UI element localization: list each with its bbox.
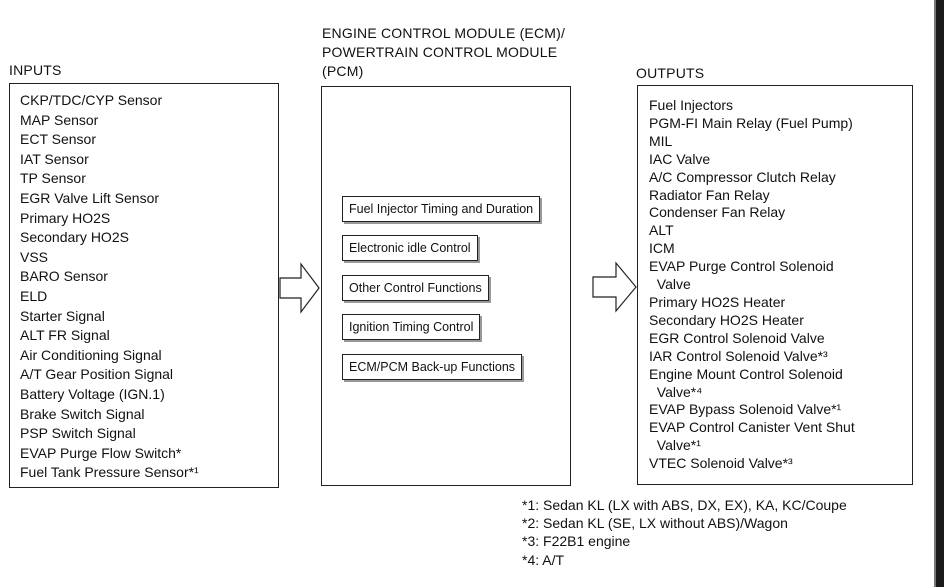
input-item: EGR Valve Lift Sensor <box>20 189 160 206</box>
output-item: Valve <box>649 276 691 293</box>
output-item: EVAP Purge Control Solenoid <box>649 258 834 275</box>
output-item: ICM <box>649 240 675 257</box>
inputs-list: CKP/TDC/CYP Sensor MAP Sensor ECT Sensor… <box>20 91 278 483</box>
input-item: A/T Gear Position Signal <box>20 366 174 383</box>
output-item: PGM-FI Main Relay (Fuel Pump) <box>649 114 853 131</box>
footnote: *1: Sedan KL (LX with ABS, DX, EX), KA, … <box>522 497 847 513</box>
ecm-function-box: ECM/PCM Back-up Functions <box>342 354 523 380</box>
ecm-function-box: Fuel Injector Timing and Duration <box>342 196 541 222</box>
scrollbar-track[interactable] <box>934 0 936 587</box>
input-item: Fuel Tank Pressure Sensor*¹ <box>20 464 199 481</box>
footnotes: *1: Sedan KL (LX with ABS, DX, EX), KA, … <box>522 496 847 569</box>
output-item: Secondary HO2S Heater <box>649 311 804 328</box>
input-item: Battery Voltage (IGN.1) <box>20 385 165 402</box>
output-item: VTEC Solenoid Valve*³ <box>649 455 793 472</box>
output-item: IAR Control Solenoid Valve*³ <box>649 347 828 364</box>
output-item: EVAP Control Canister Vent Shut <box>649 419 855 436</box>
output-item: A/C Compressor Clutch Relay <box>649 168 836 185</box>
input-item: CKP/TDC/CYP Sensor <box>20 92 163 108</box>
input-item: BARO Sensor <box>20 268 108 285</box>
outputs-box: Fuel Injectors PGM-FI Main Relay (Fuel P… <box>637 85 913 485</box>
input-item: EVAP Purge Flow Switch* <box>20 444 182 461</box>
output-item: Valve*⁴ <box>649 383 703 400</box>
output-item: Valve*¹ <box>649 437 701 454</box>
output-item: Engine Mount Control Solenoid <box>649 365 843 382</box>
ecm-heading: ENGINE CONTROL MODULE (ECM)/ POWERTRAIN … <box>322 24 565 81</box>
output-item: MIL <box>649 132 673 149</box>
input-item: Primary HO2S <box>20 209 111 226</box>
output-item: Fuel Injectors <box>649 97 734 113</box>
output-item: ALT <box>649 222 674 239</box>
output-item: Radiator Fan Relay <box>649 186 770 203</box>
footnote: *4: A/T <box>522 551 565 568</box>
ecm-function-box: Electronic idle Control <box>342 235 478 261</box>
input-item: MAP Sensor <box>20 111 99 128</box>
output-item: IAC Valve <box>649 150 711 167</box>
ecm-heading-line3: (PCM) <box>322 63 364 79</box>
output-item: EVAP Bypass Solenoid Valve*¹ <box>649 401 842 418</box>
inputs-heading: INPUTS <box>9 62 62 78</box>
input-to-ecm-arrow-icon <box>279 262 320 314</box>
input-item: ECT Sensor <box>20 131 96 148</box>
output-item: EGR Control Solenoid Valve <box>649 329 825 346</box>
outputs-list: Fuel Injectors PGM-FI Main Relay (Fuel P… <box>649 97 912 473</box>
input-item: VSS <box>20 248 49 265</box>
ecm-to-output-arrow-icon <box>592 261 637 313</box>
footnote: *2: Sedan KL (SE, LX without ABS)/Wagon <box>522 515 788 532</box>
inputs-box: CKP/TDC/CYP Sensor MAP Sensor ECT Sensor… <box>9 83 279 488</box>
ecm-heading-line2: POWERTRAIN CONTROL MODULE <box>322 44 558 60</box>
input-item: ALT FR Signal <box>20 327 110 344</box>
ecm-box: Fuel Injector Timing and Duration Electr… <box>321 86 571 486</box>
ecm-function-box: Other Control Functions <box>342 275 489 301</box>
input-item: PSP Switch Signal <box>20 425 136 442</box>
input-item: TP Sensor <box>20 170 86 187</box>
ecm-function-box: Ignition Timing Control <box>342 314 481 340</box>
scrollbar[interactable] <box>936 0 944 587</box>
input-item: IAT Sensor <box>20 150 89 167</box>
outputs-heading: OUTPUTS <box>636 65 705 81</box>
ecm-heading-line1: ENGINE CONTROL MODULE (ECM)/ <box>322 25 566 41</box>
output-item: Primary HO2S Heater <box>649 293 786 310</box>
input-item: Air Conditioning Signal <box>20 346 162 363</box>
footnote: *3: F22B1 engine <box>522 533 631 550</box>
input-item: Brake Switch Signal <box>20 405 145 422</box>
input-item: ELD <box>20 287 48 304</box>
input-item: Secondary HO2S <box>20 229 129 246</box>
output-item: Condenser Fan Relay <box>649 204 786 221</box>
input-item: Starter Signal <box>20 307 105 324</box>
